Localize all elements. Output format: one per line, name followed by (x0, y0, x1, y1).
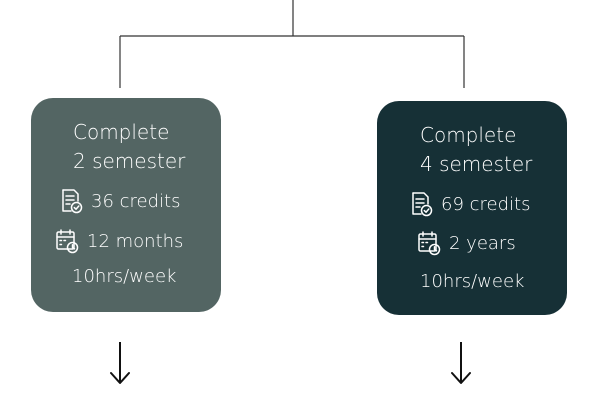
option-title: Complete 2 semester (73, 118, 185, 176)
option-card-2-semester: Complete 2 semester 36 credits (31, 98, 221, 312)
hours-row: 10hrs/week (72, 266, 176, 287)
duration-row: 12 months (55, 228, 183, 254)
document-check-icon (409, 191, 433, 217)
calendar-clock-icon (417, 230, 441, 256)
calendar-clock-icon (55, 228, 79, 254)
duration-row: 2 years (417, 230, 516, 256)
option-title: Complete 4 semester (420, 121, 532, 179)
hours-label: 10hrs/week (72, 266, 177, 287)
option-title-line2: 4 semester (420, 152, 533, 176)
option-title-line1: Complete (420, 123, 517, 147)
arrow-down-icon (110, 342, 130, 384)
arrow-down-icon (451, 342, 471, 384)
option-title-line2: 2 semester (73, 149, 186, 173)
hours-row: 10hrs/week (420, 271, 524, 292)
document-check-icon (59, 188, 83, 214)
hours-label: 10hrs/week (420, 271, 525, 292)
credits-row: 36 credits (59, 188, 180, 214)
credits-label: 69 credits (441, 193, 531, 215)
option-card-4-semester: Complete 4 semester 69 credits (377, 101, 567, 315)
credits-label: 36 credits (91, 190, 181, 212)
credits-row: 69 credits (409, 191, 530, 217)
duration-label: 12 months (87, 230, 184, 252)
option-title-line1: Complete (73, 120, 170, 144)
duration-label: 2 years (449, 232, 516, 254)
